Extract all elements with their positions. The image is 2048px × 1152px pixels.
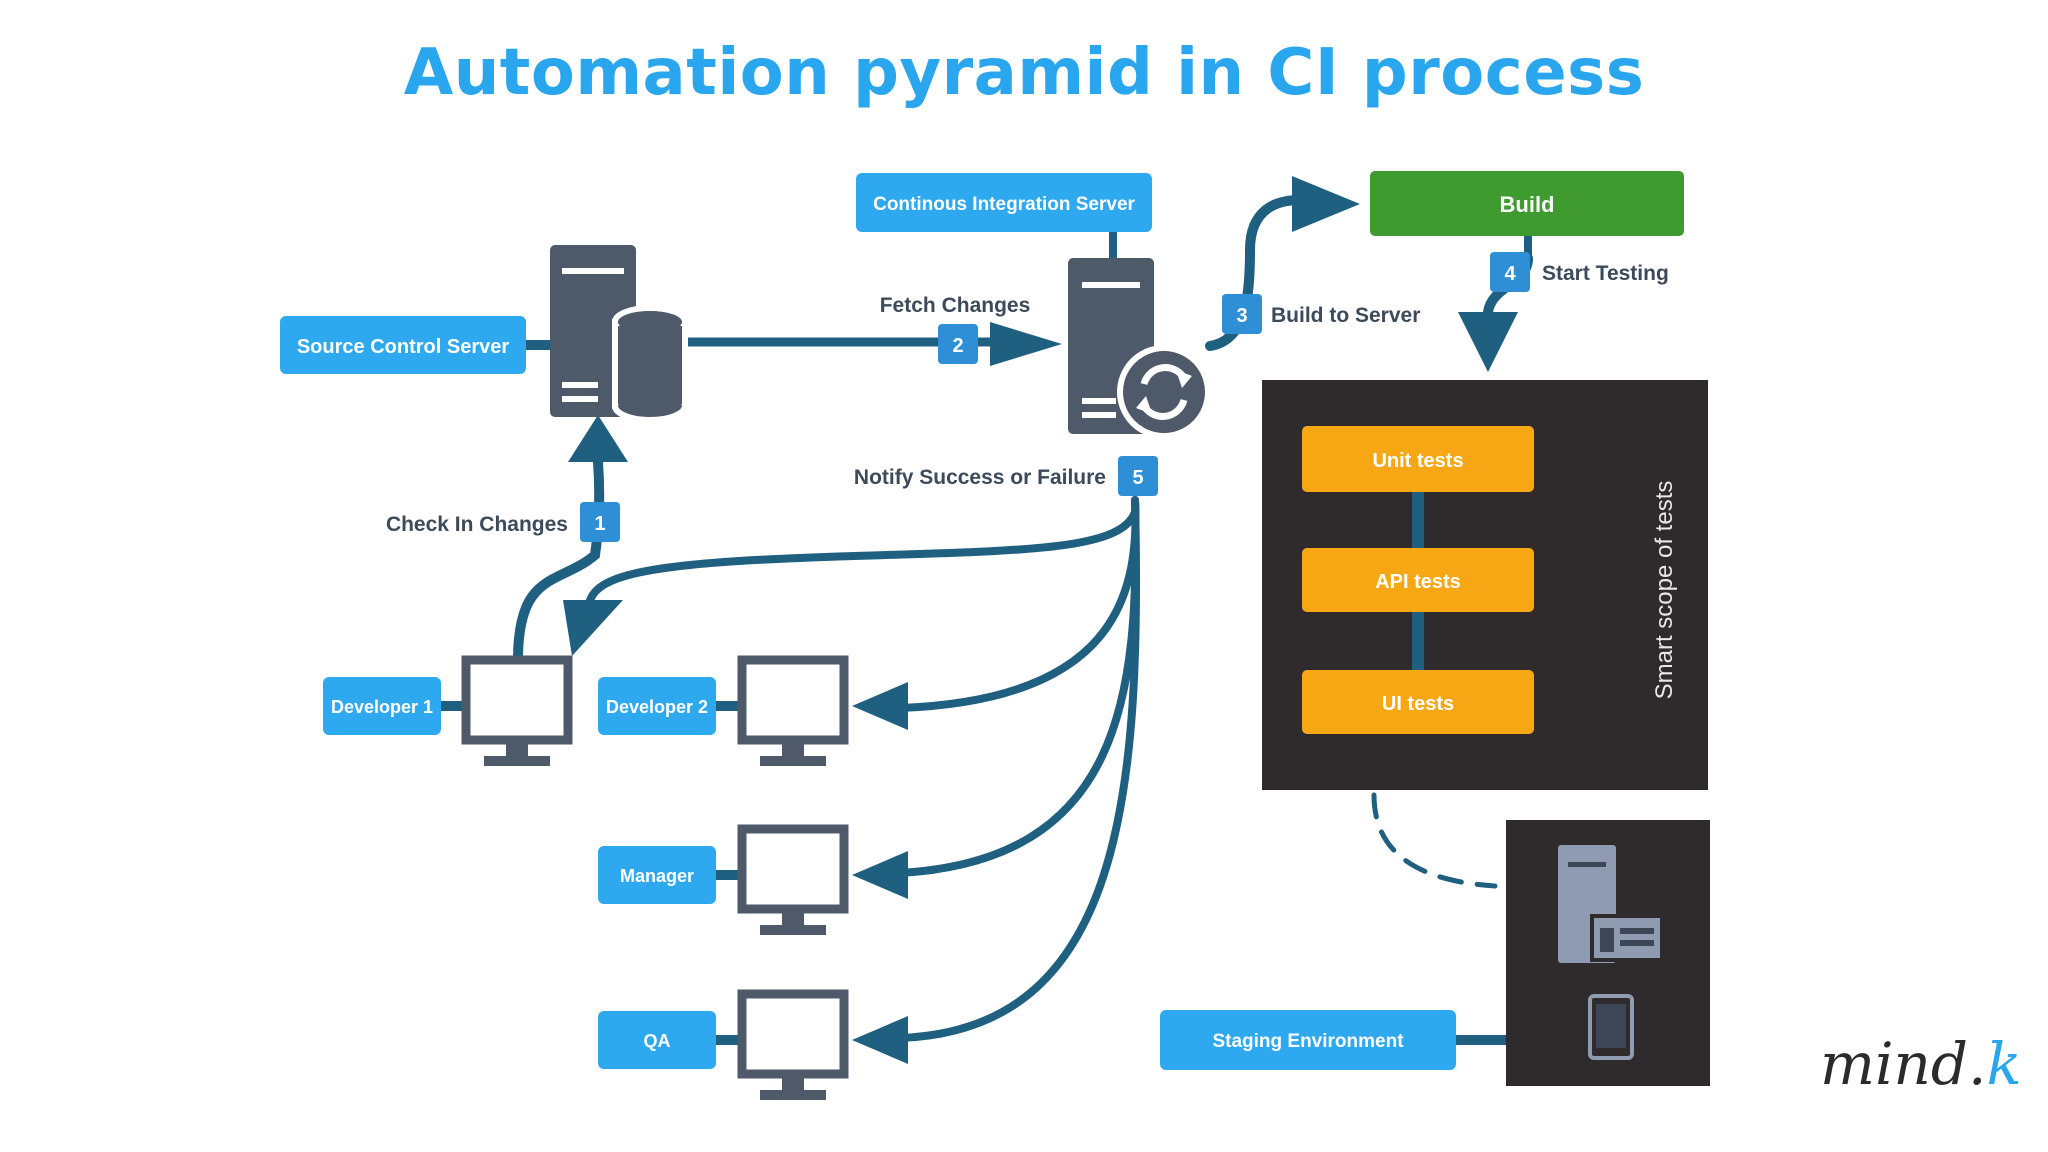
ui-tests-label: UI tests bbox=[1382, 693, 1454, 715]
step-number-4: 4 bbox=[1504, 263, 1516, 285]
build-label: Build bbox=[1500, 192, 1555, 217]
staging-dashed-line bbox=[1371, 792, 1498, 889]
step-label-2: Fetch Changes bbox=[880, 294, 1031, 317]
arrow-to-dev1 bbox=[563, 600, 623, 656]
staging-box bbox=[1160, 1010, 1456, 1070]
source-control-label: Source Control Server bbox=[297, 336, 510, 358]
arrow-to-source bbox=[568, 415, 628, 462]
check-in-line bbox=[513, 457, 605, 665]
api-tests-box bbox=[1302, 548, 1534, 612]
source-control-server bbox=[550, 245, 688, 423]
monitors bbox=[461, 655, 849, 1100]
page-title: Automation pyramid in CI process bbox=[403, 36, 1645, 110]
unit-tests-box bbox=[1302, 426, 1534, 492]
ci-server-label: Continous Integration Server bbox=[873, 194, 1135, 215]
label-boxes: Source Control Server Continous Integrat… bbox=[280, 171, 1684, 1070]
scope-label: Smart scope of tests bbox=[1651, 481, 1678, 700]
step-label-5: Notify Success or Failure bbox=[854, 466, 1106, 489]
browser-window-icon bbox=[1590, 914, 1664, 962]
qa-box bbox=[598, 1011, 716, 1069]
mindk-logo: mind.k bbox=[1820, 1030, 2022, 1098]
step-badge-4 bbox=[1490, 252, 1530, 292]
step-badge-3 bbox=[1222, 294, 1262, 334]
manager-box bbox=[598, 846, 716, 904]
step-number-1: 1 bbox=[594, 513, 605, 535]
ui-tests-box bbox=[1302, 670, 1534, 734]
arrow-to-tests bbox=[1458, 312, 1518, 372]
developer2-box bbox=[598, 677, 716, 735]
step-badge-5 bbox=[1118, 456, 1158, 496]
developer1-label: Developer 1 bbox=[331, 697, 433, 717]
step-number-5: 5 bbox=[1132, 467, 1143, 489]
monitor-icon bbox=[737, 824, 849, 935]
step-badge-2 bbox=[938, 324, 978, 364]
ci-server-box bbox=[856, 173, 1152, 232]
mobile-icon bbox=[1588, 994, 1634, 1060]
staging-panel bbox=[1506, 820, 1710, 1086]
notify-dev2-line bbox=[896, 496, 1140, 712]
step-label-4: Start Testing bbox=[1542, 262, 1669, 285]
sync-icon bbox=[1117, 345, 1211, 439]
arrow-to-manager bbox=[852, 851, 908, 899]
unit-tests-label: Unit tests bbox=[1372, 450, 1463, 472]
arrow-to-ci bbox=[990, 322, 1062, 366]
arrow-to-dev2 bbox=[852, 682, 908, 730]
arrow-to-build bbox=[1292, 176, 1360, 232]
api-tests-label: API tests bbox=[1375, 571, 1461, 593]
developer1-box bbox=[323, 677, 441, 735]
step-badge-1 bbox=[580, 502, 620, 542]
manager-label: Manager bbox=[620, 866, 694, 886]
notify-qa-line bbox=[896, 496, 1141, 1042]
ci-server bbox=[1068, 258, 1211, 439]
monitor-icon bbox=[737, 989, 849, 1100]
monitor-icon bbox=[461, 655, 573, 766]
database-icon bbox=[612, 305, 688, 423]
step-label-3: Build to Server bbox=[1271, 304, 1420, 327]
steps: 1 Check In Changes 2 Fetch Changes 3 Bui… bbox=[386, 252, 1669, 542]
notify-dev1-line bbox=[584, 508, 1139, 614]
step-label-1: Check In Changes bbox=[386, 513, 568, 536]
qa-label: QA bbox=[644, 1031, 671, 1051]
build-box bbox=[1370, 171, 1684, 236]
test-scope-panel: Unit tests API tests UI tests Smart scop… bbox=[1262, 380, 1708, 790]
source-control-box bbox=[280, 316, 526, 374]
step-number-3: 3 bbox=[1236, 305, 1247, 327]
developer2-label: Developer 2 bbox=[606, 697, 708, 717]
monitor-icon bbox=[737, 655, 849, 766]
arrow-to-qa bbox=[852, 1016, 908, 1064]
staging-label: Staging Environment bbox=[1212, 1031, 1404, 1052]
arrowheads bbox=[563, 176, 1518, 1064]
step-number-2: 2 bbox=[952, 335, 963, 357]
